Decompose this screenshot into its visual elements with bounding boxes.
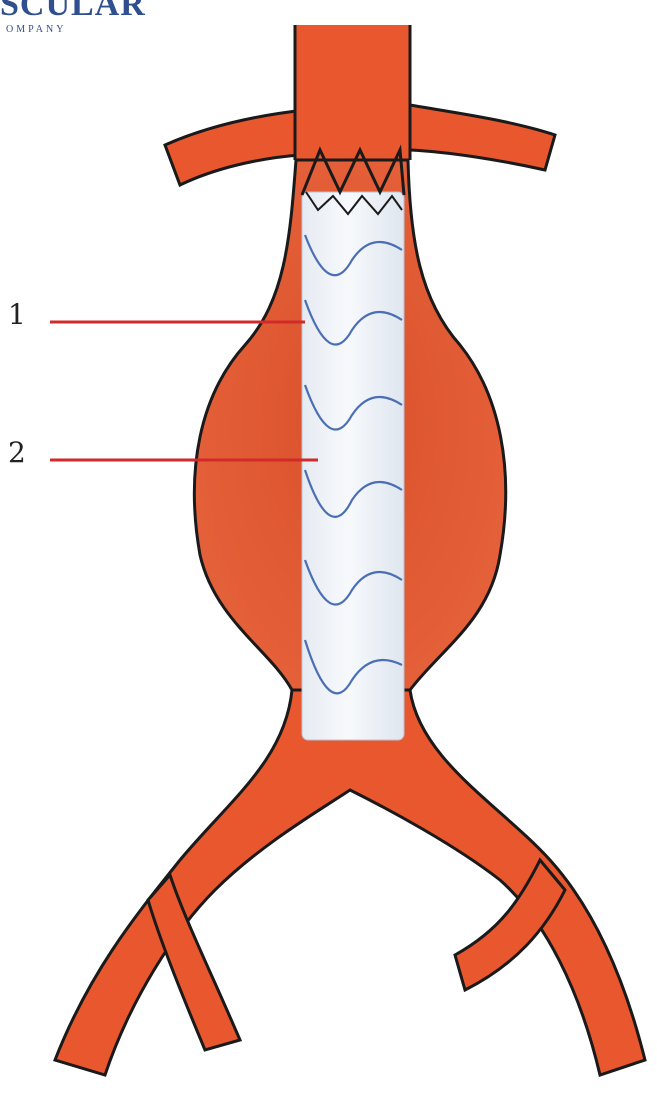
upper-aorta	[295, 25, 410, 160]
stent-graft	[302, 192, 404, 740]
callout-label-2: 2	[8, 436, 26, 469]
callout-label-1: 1	[8, 298, 26, 331]
upper-right-branch	[410, 105, 555, 170]
upper-left-branch	[165, 110, 305, 185]
